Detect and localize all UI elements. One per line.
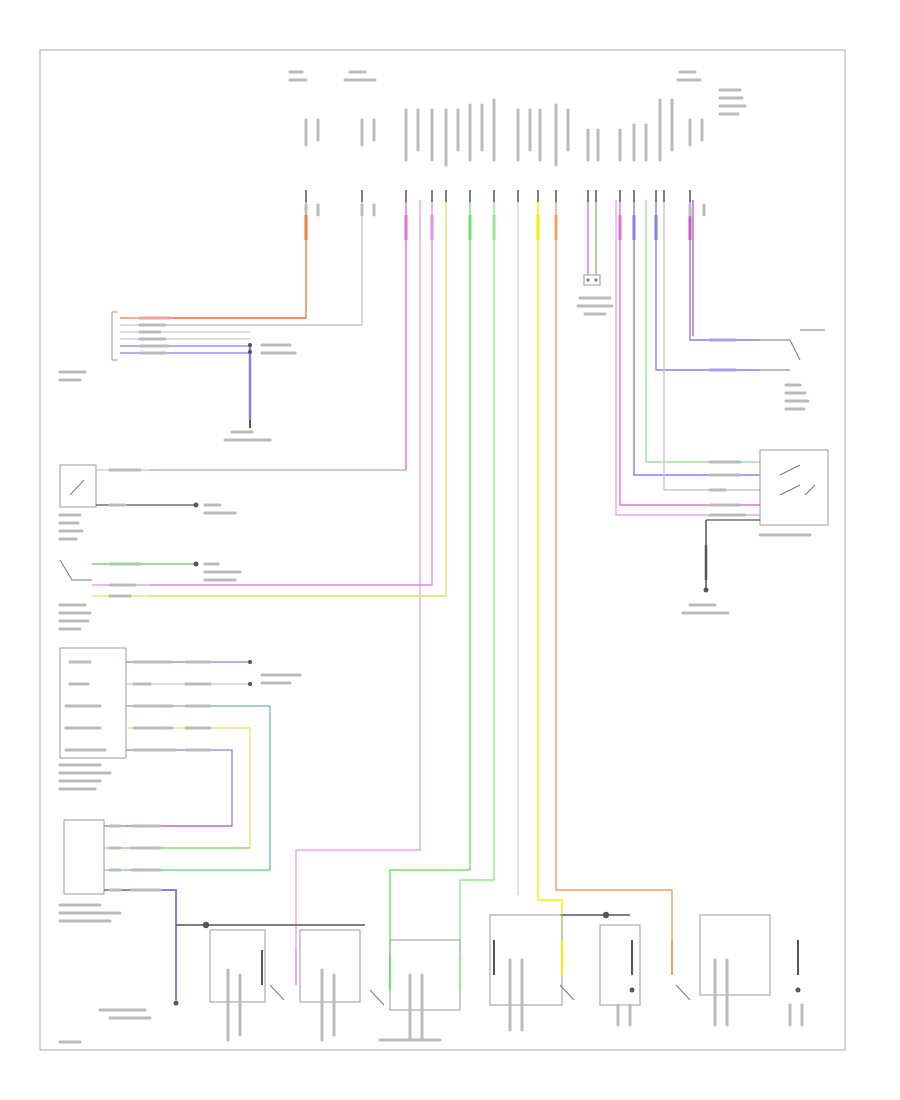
wire-green-right (645, 200, 760, 463)
vertical-faint-labels (304, 98, 706, 217)
bottom-bus (176, 911, 630, 929)
wire-orange-left (150, 200, 307, 319)
splice-dot (248, 343, 252, 347)
wire-yellow-long (537, 200, 563, 960)
right-brake-switch (760, 329, 825, 371)
diagram-border (39, 49, 846, 1051)
bottom-faint-labels (98, 958, 804, 1042)
wire-pink-bottom (295, 200, 421, 960)
splice-dot (248, 350, 252, 354)
wire-magenta-1 (150, 200, 407, 471)
wire-yellow-relay (150, 200, 447, 597)
control-module-wires (126, 661, 271, 871)
wire-grey-left (150, 200, 363, 326)
wire-blue-brake (655, 200, 760, 371)
bottom-connector-stubs (261, 940, 799, 990)
wire-pink-right (615, 200, 760, 516)
connector-block (583, 274, 601, 286)
wire-blue-top (689, 200, 760, 341)
right-switch-box (759, 449, 829, 526)
wire-blue-right (633, 200, 760, 476)
wire-pink-relay (150, 200, 433, 586)
wire-green-long (389, 200, 471, 960)
left-module-bracket (111, 311, 118, 361)
wire-orange-long (555, 200, 673, 960)
lower-left-module-box (63, 819, 105, 895)
top-vertical-wires (150, 200, 760, 960)
brake-pedal-switch-box (59, 464, 97, 508)
ground-point (193, 502, 199, 508)
top-connector-stubs (305, 190, 691, 202)
wire-grey-right (663, 200, 760, 491)
bottom-switch-arms (269, 984, 691, 1006)
faint-label-marks (58, 70, 812, 1044)
control-module-box (59, 647, 127, 759)
wire-green-2 (459, 200, 495, 960)
switch-arm (69, 479, 85, 496)
wire-color-tags (304, 215, 692, 240)
